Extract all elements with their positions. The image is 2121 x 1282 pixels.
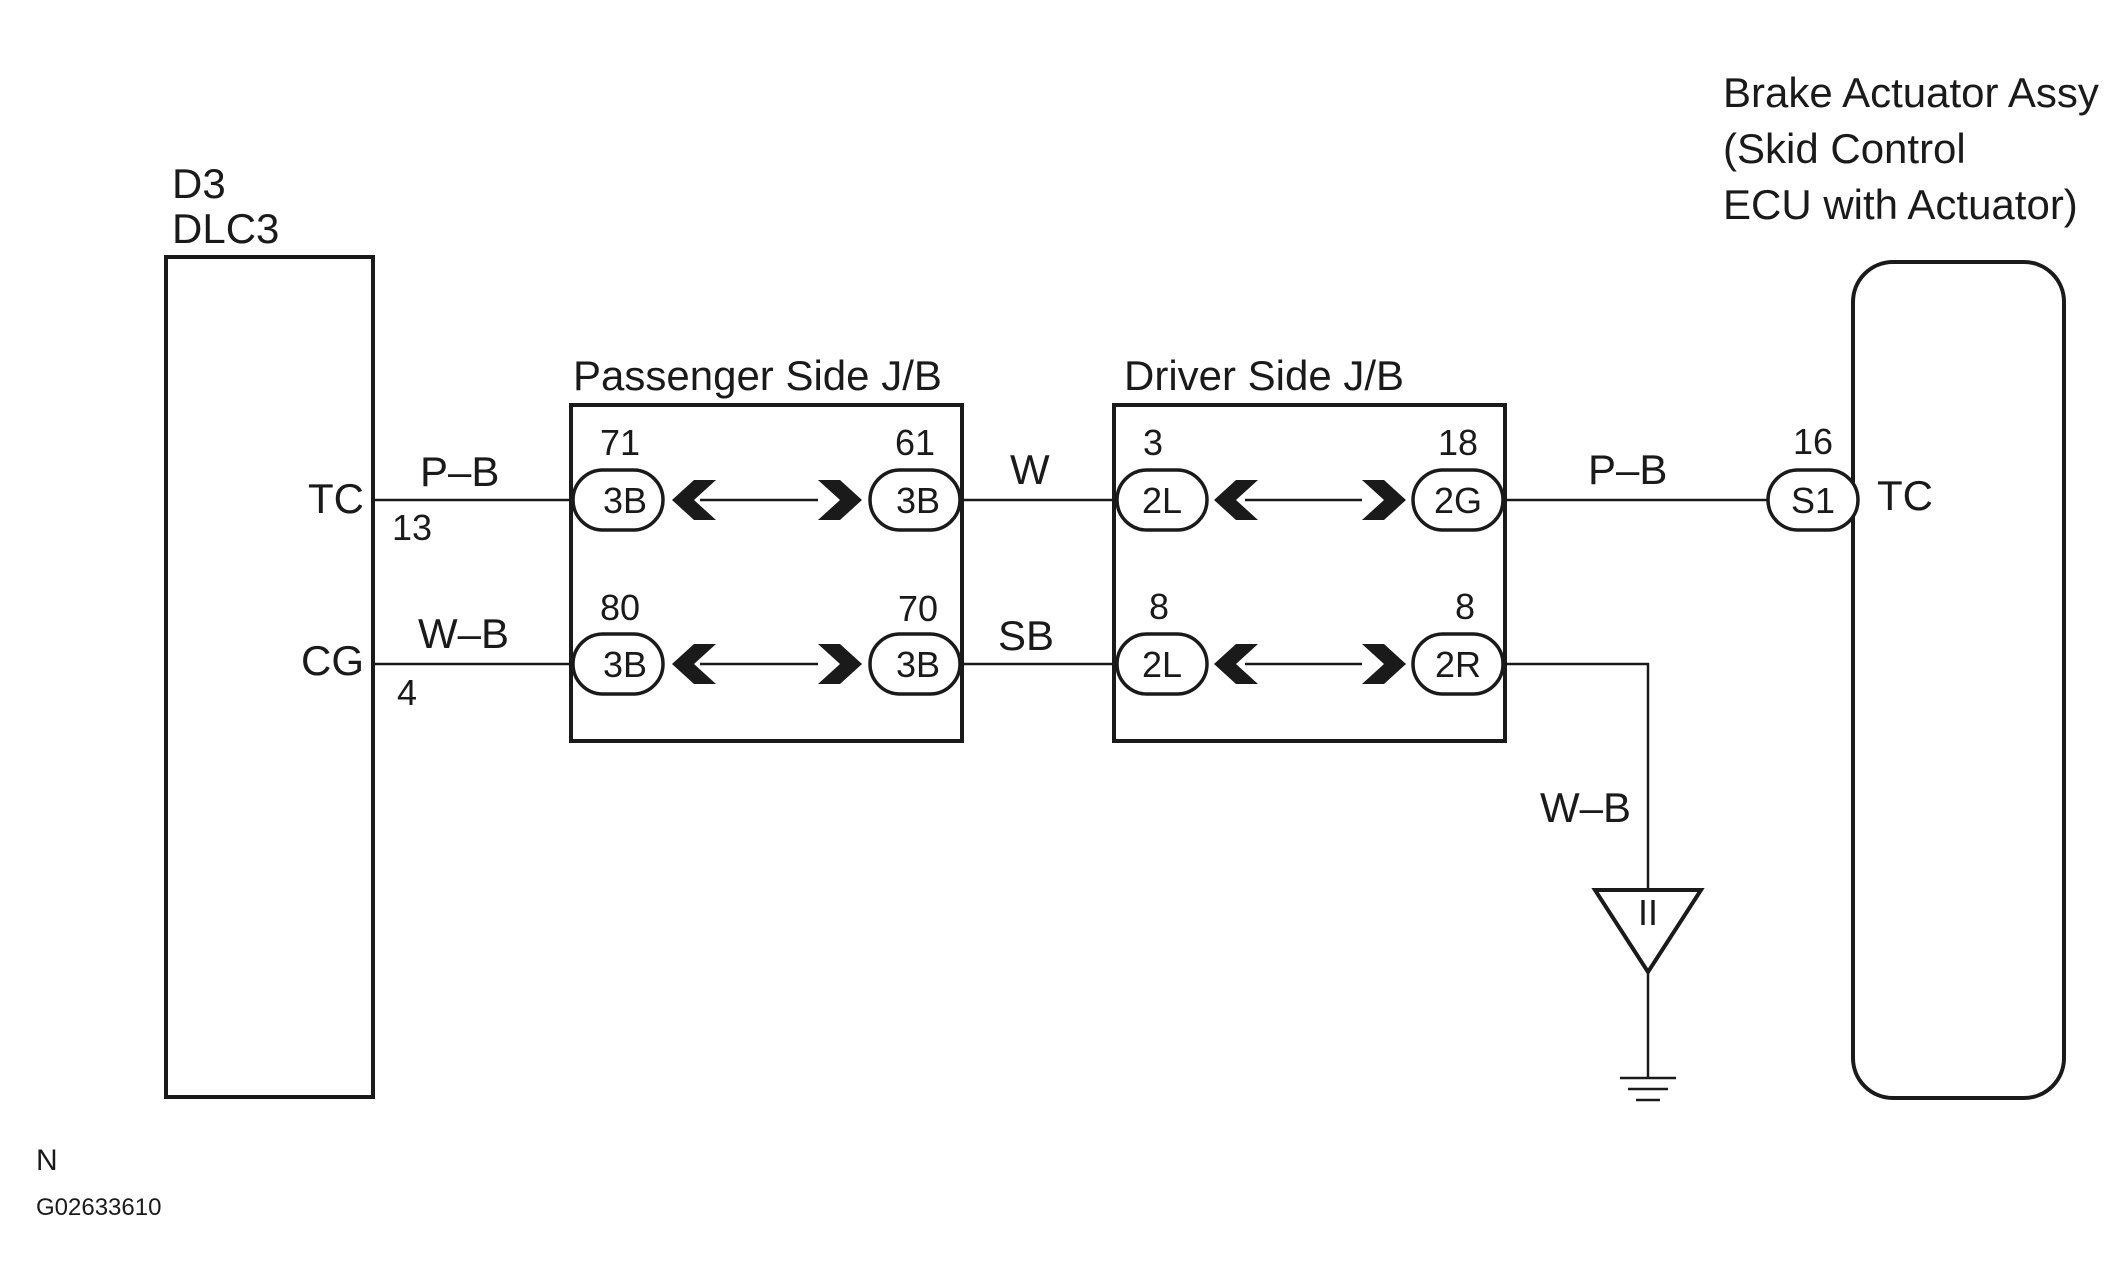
djb-top-left-connector xyxy=(1115,468,1209,532)
wire-label-cg-dlc-pjb: W–B xyxy=(418,610,509,657)
wire-label-cg-pjb-djb: SB xyxy=(998,612,1054,659)
pjb-bottom-right-pin: 70 xyxy=(898,588,938,629)
djb-bottom-right-pin: 8 xyxy=(1455,586,1475,627)
pjb-top-right-conn-label: 3B xyxy=(896,480,940,521)
passenger-jb-box xyxy=(569,403,964,743)
djb-bottom-left-chevron xyxy=(1214,644,1258,684)
ecu-pin-label: TC xyxy=(1877,472,1933,519)
pjb-bottom-left-connector xyxy=(571,632,665,696)
passenger-jb-title: Passenger Side J/B xyxy=(573,352,942,399)
djb-top-right-conn-label: 2G xyxy=(1434,480,1482,521)
dlc3-pin-tc-label: TC xyxy=(308,475,364,522)
footer-figure-id: G02633610 xyxy=(36,1194,161,1221)
ground-point: II xyxy=(1591,888,1705,1102)
wire-label-tc-pjb-djb: W xyxy=(1010,446,1050,493)
pjb-top-right-pin: 61 xyxy=(895,422,935,463)
driver-jb-box xyxy=(1112,403,1507,743)
pjb-top-right-chevron xyxy=(818,480,862,520)
pjb-bottom-left-chevron xyxy=(672,644,716,684)
djb-top-left-pin: 3 xyxy=(1143,422,1163,463)
driver-junction-block: Driver Side J/B 3 2L 18 2G 8 2L 8 2R xyxy=(1112,352,1507,743)
ecu-conn-label: S1 xyxy=(1791,480,1835,521)
djb-bottom-right-connector xyxy=(1411,632,1505,696)
djb-top-left-chevron xyxy=(1214,480,1258,520)
brake-actuator-ecu: Brake Actuator Assy (Skid Control ECU wi… xyxy=(1723,69,2099,1100)
ecu-box xyxy=(1851,260,2066,1100)
ecu-title-line-3: ECU with Actuator) xyxy=(1723,181,2078,228)
dlc3-pin-tc-num: 13 xyxy=(392,507,432,548)
passenger-junction-block: Passenger Side J/B 71 3B 61 3B 80 3B 70 … xyxy=(569,352,964,743)
driver-jb-title: Driver Side J/B xyxy=(1124,352,1404,399)
djb-bottom-left-pin: 8 xyxy=(1149,586,1169,627)
dlc3-code: D3 xyxy=(172,160,226,207)
wires: P–B W–B W SB P–B W–B xyxy=(373,446,1770,1078)
pjb-top-right-connector xyxy=(868,468,962,532)
djb-top-right-connector xyxy=(1411,468,1505,532)
ecu-title-line-2: (Skid Control xyxy=(1723,125,1966,172)
pjb-top-left-conn-label: 3B xyxy=(603,480,647,521)
pjb-bottom-left-conn-label: 3B xyxy=(603,644,647,685)
djb-bottom-left-connector xyxy=(1115,632,1209,696)
pjb-bottom-right-conn-label: 3B xyxy=(896,644,940,685)
dlc3-pin-cg-label: CG xyxy=(301,637,364,684)
pjb-top-left-chevron xyxy=(672,480,716,520)
pjb-bottom-right-chevron xyxy=(818,644,862,684)
djb-top-left-conn-label: 2L xyxy=(1142,480,1182,521)
djb-bottom-right-conn-label: 2R xyxy=(1435,644,1481,685)
pjb-top-left-pin: 71 xyxy=(600,422,640,463)
djb-top-right-chevron xyxy=(1362,480,1406,520)
pjb-top-left-connector xyxy=(571,468,665,532)
wire-ground-run xyxy=(1505,662,1650,890)
djb-top-right-pin: 18 xyxy=(1438,422,1478,463)
ecu-pin-num: 16 xyxy=(1793,421,1833,462)
djb-bottom-left-conn-label: 2L xyxy=(1142,644,1182,685)
djb-bottom-right-chevron xyxy=(1362,644,1406,684)
dlc3-component: D3 DLC3 TC 13 CG 4 xyxy=(164,160,432,1099)
pjb-bottom-left-pin: 80 xyxy=(600,587,640,628)
pjb-bottom-right-connector xyxy=(868,632,962,696)
ground-triangle-icon xyxy=(1591,888,1705,976)
ground-symbol-label: II xyxy=(1638,892,1658,933)
dlc3-box xyxy=(164,255,375,1099)
dlc3-pin-cg-num: 4 xyxy=(397,672,417,713)
wire-label-tc-dlc-pjb: P–B xyxy=(420,448,499,495)
footer-code: N xyxy=(36,1144,58,1177)
wire-label-ground: W–B xyxy=(1540,784,1631,831)
wire-label-tc-djb-ecu: P–B xyxy=(1588,446,1667,493)
ecu-title-line-1: Brake Actuator Assy xyxy=(1723,69,2099,116)
dlc3-name: DLC3 xyxy=(172,205,279,252)
ecu-connector xyxy=(1766,468,1860,532)
